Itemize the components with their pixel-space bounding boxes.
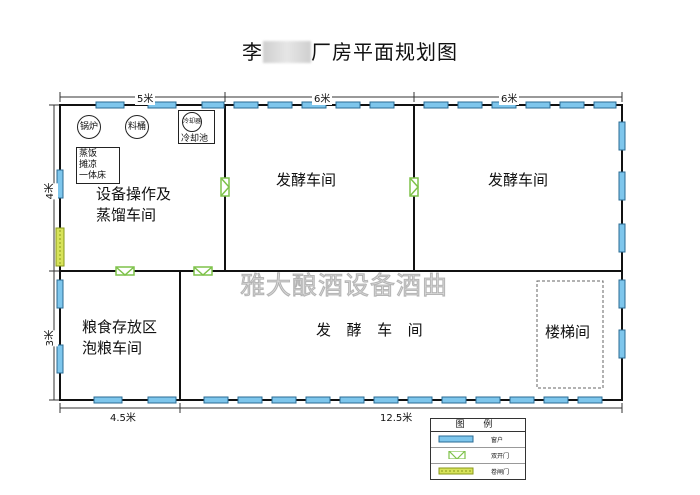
dim-top-2: 6米: [312, 90, 333, 105]
windows-top: [95, 101, 617, 109]
room-equipment-distillation: 设备操作及 蒸馏车间: [96, 184, 171, 226]
room-fermentation-2: 发酵车间: [488, 171, 549, 189]
steamer-label-3: 一体床: [79, 171, 107, 181]
rolling-door: [55, 227, 65, 267]
watermark: 雅大酿酒设备酒曲: [239, 271, 449, 301]
dim-bottom-1: 4.5米: [110, 413, 136, 424]
windows-bottom: [93, 396, 603, 404]
legend: 图 例 窗户 双开门 卷闸门: [430, 418, 526, 480]
legend-label-window: 窗户: [491, 437, 504, 444]
legend-label-double-door: 双开门: [491, 453, 510, 460]
legend-row-window: 窗户: [431, 432, 525, 448]
tank-label: 料桶: [127, 122, 146, 132]
window-symbol-icon: [438, 435, 474, 443]
room-equipment-line2: 蒸馏车间: [96, 206, 157, 224]
windows-right: [618, 121, 626, 359]
steamer-label-1: 蒸饭: [79, 149, 98, 159]
boiler-icon: 锅炉: [77, 115, 101, 139]
cooling-pool-label: 冷却池: [181, 134, 209, 144]
dimension-lines: [49, 92, 623, 413]
title-prefix: 李: [242, 40, 263, 64]
dim-left-2: 3米: [43, 330, 58, 347]
legend-label-rolling-door: 卷闸门: [491, 469, 510, 476]
diagram-title: 李 厂房平面规划图: [0, 36, 700, 65]
cooler-icon: 冷却器: [182, 112, 202, 132]
room-grain-line1: 粮食存放区: [82, 318, 158, 336]
tank-icon: 料桶: [125, 115, 149, 139]
steamer-label-2: 摊凉: [79, 160, 98, 170]
dim-bottom-2: 12.5米: [380, 413, 413, 424]
cooler-small-label: 冷却器: [183, 118, 202, 125]
cooling-pool: [178, 110, 215, 144]
dim-top-1: 5米: [135, 90, 156, 105]
stairs-outline: [536, 280, 604, 389]
redacted-name: [263, 41, 311, 63]
rolling-door-symbol-icon: [438, 467, 474, 475]
room-grain-storage: 粮食存放区 泡粮车间: [82, 317, 157, 359]
double-doors: [115, 177, 420, 277]
dim-left-1: 4米: [43, 183, 58, 200]
legend-row-double-door: 双开门: [431, 448, 525, 464]
room-stairs: 楼梯间: [545, 323, 591, 341]
dim-top-3: 6米: [499, 90, 520, 105]
room-fermentation-1: 发酵车间: [276, 171, 337, 189]
steamer-bed: 蒸饭 摊凉 一体床: [76, 147, 120, 184]
legend-row-rolling-door: 卷闸门: [431, 464, 525, 479]
boiler-label: 锅炉: [79, 122, 98, 132]
double-door-symbol-icon: [448, 451, 466, 459]
room-grain-line2: 泡粮车间: [82, 339, 143, 357]
legend-title: 图 例: [431, 419, 525, 432]
room-fermentation-3: 发 酵 车 间: [316, 321, 425, 339]
room-equipment-line1: 设备操作及: [96, 185, 172, 203]
title-suffix: 厂房平面规划图: [311, 40, 458, 64]
